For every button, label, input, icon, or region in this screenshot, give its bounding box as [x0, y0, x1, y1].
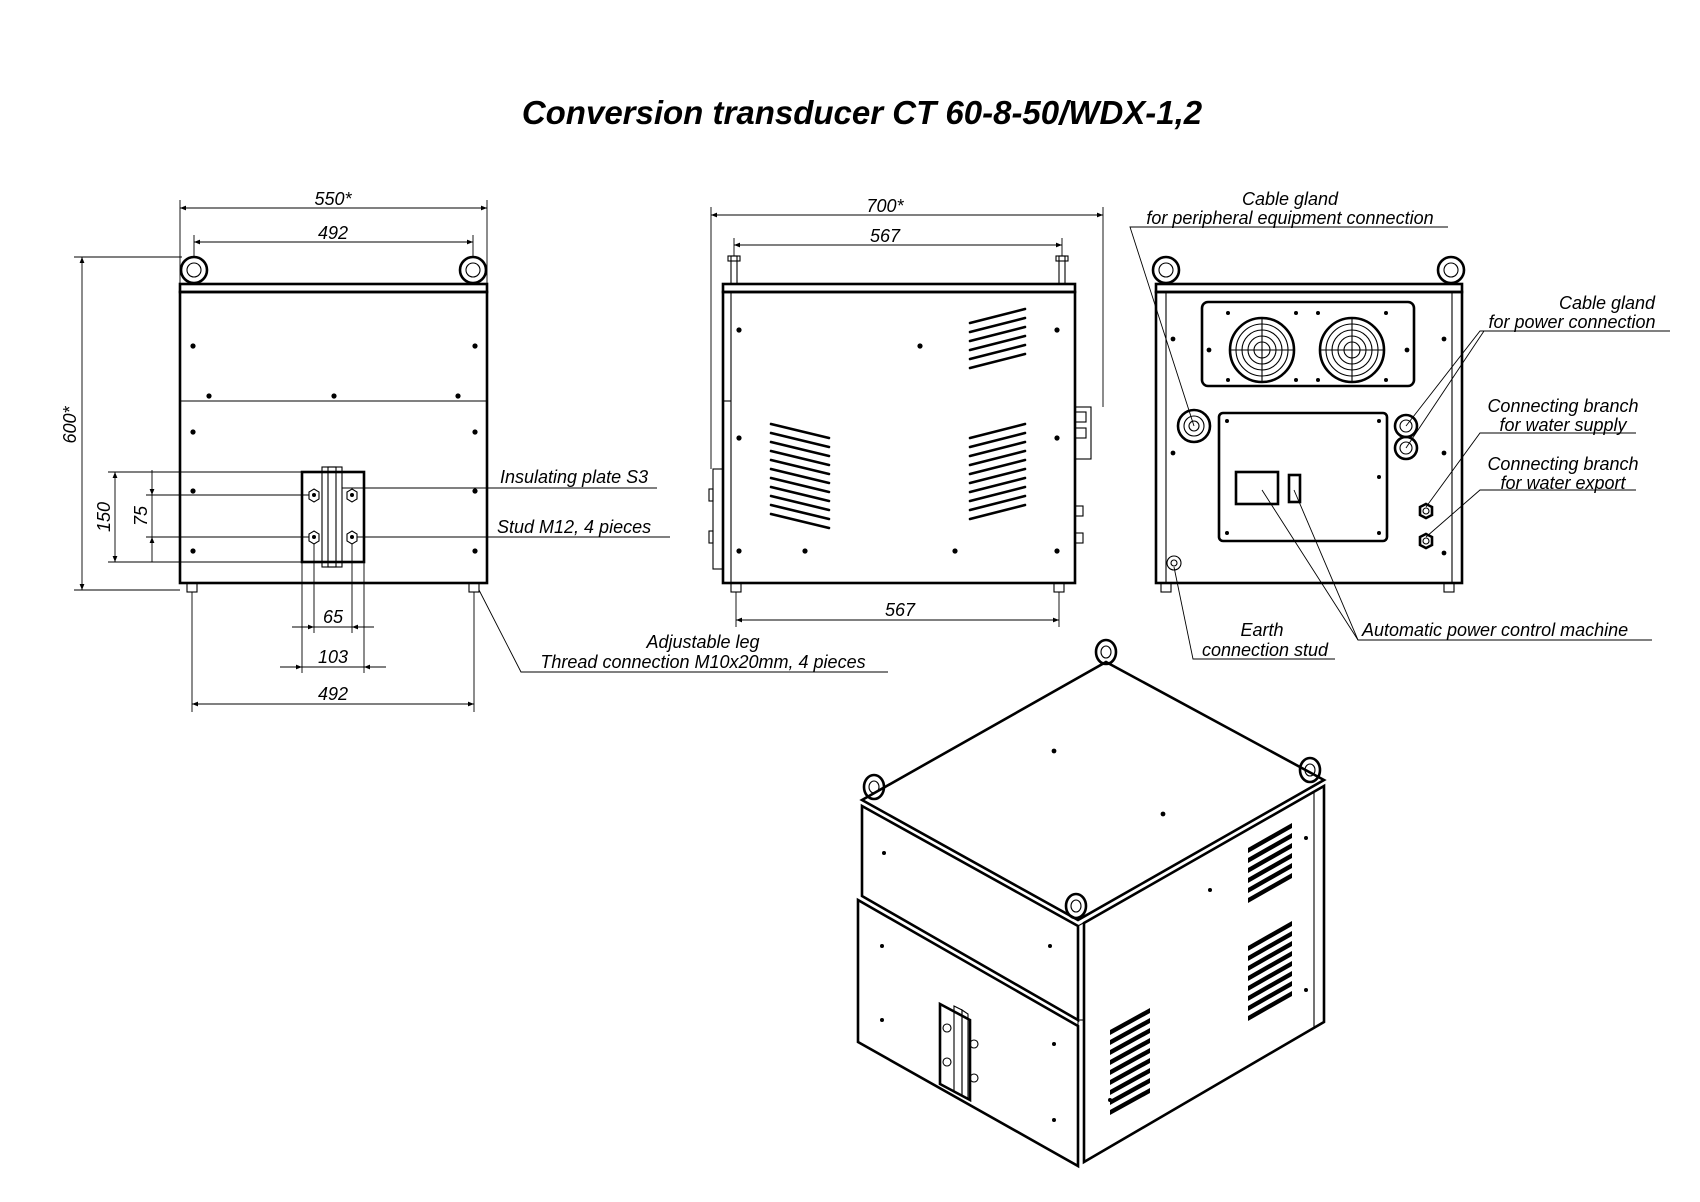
label-stud: Stud M12, 4 pieces [497, 517, 651, 537]
label-water-export-1: Connecting branch [1487, 454, 1638, 474]
dim-top-567: 567 [870, 226, 901, 246]
cable-gland-side [1074, 406, 1092, 460]
earth-stud [1166, 555, 1182, 571]
power-terminal-block [300, 466, 366, 568]
dim-terminal-75: 75 [131, 505, 151, 526]
dim-width-overall: 550* [314, 189, 352, 209]
label-adjustable-leg-2: Thread connection M10x20mm, 4 pieces [540, 652, 865, 672]
label-water-supply-1: Connecting branch [1487, 396, 1638, 416]
drawing-title: Conversion transducer CT 60-8-50/WDX-1,2 [522, 94, 1203, 131]
label-power-control: Automatic power control machine [1361, 620, 1628, 640]
power-control-switch [1287, 473, 1302, 504]
fan-panel [1200, 300, 1416, 388]
control-panel [1217, 411, 1389, 543]
label-cable-gland-power-2: for power connection [1488, 312, 1655, 332]
dim-depth-overall: 700* [866, 196, 904, 216]
dim-stud-103: 103 [318, 647, 348, 667]
vent-grille-iso-lower [1248, 921, 1292, 1021]
label-cable-gland-power-1: Cable gland [1559, 293, 1656, 313]
fan-icon [1228, 316, 1296, 384]
fan-icon [1318, 316, 1386, 384]
side-view: 700* 567 567 [708, 196, 1104, 627]
dim-bottom-567: 567 [885, 600, 916, 620]
water-export-branch [1418, 532, 1434, 550]
isometric-view [856, 638, 1327, 1169]
dim-leg-spacing: 492 [318, 684, 348, 704]
adjustable-leg [186, 582, 198, 593]
power-terminal-iso [938, 1001, 979, 1103]
label-earth-stud-2: connection stud [1202, 640, 1329, 660]
label-cable-gland-periph-1: Cable gland [1242, 189, 1339, 209]
dim-eye-spacing: 492 [318, 223, 348, 243]
dim-terminal-150: 150 [94, 502, 114, 532]
vent-grille-upper [968, 307, 1027, 370]
rear-view: Cable gland for peripheral equipment con… [1129, 189, 1670, 660]
vent-grille-lower-right [968, 422, 1027, 521]
label-water-export-2: for water export [1500, 473, 1626, 493]
label-water-supply-2: for water supply [1499, 415, 1627, 435]
vent-grille-iso-upper [1248, 823, 1292, 903]
cable-gland-power [1393, 413, 1419, 461]
cable-gland-peripheral [1176, 408, 1212, 444]
lifting-eye-iso [862, 638, 1322, 920]
water-supply-branch [1418, 502, 1434, 520]
vent-grille-iso-left [1110, 1008, 1150, 1115]
label-earth-stud-1: Earth [1240, 620, 1283, 640]
lifting-eye-right [458, 255, 488, 285]
vent-grille-lower-left [769, 422, 831, 530]
adjustable-leg [468, 582, 480, 593]
label-adjustable-leg-1: Adjustable leg [645, 632, 759, 652]
dim-stud-65: 65 [323, 607, 344, 627]
label-insulating-plate: Insulating plate S3 [500, 467, 648, 487]
power-control-display [1234, 470, 1280, 506]
dim-height-overall: 600* [60, 405, 80, 443]
front-view: 550* 492 600* 150 75 65 10 [60, 189, 888, 712]
label-cable-gland-periph-2: for peripheral equipment connection [1146, 208, 1433, 228]
lifting-eye-left [179, 255, 209, 285]
